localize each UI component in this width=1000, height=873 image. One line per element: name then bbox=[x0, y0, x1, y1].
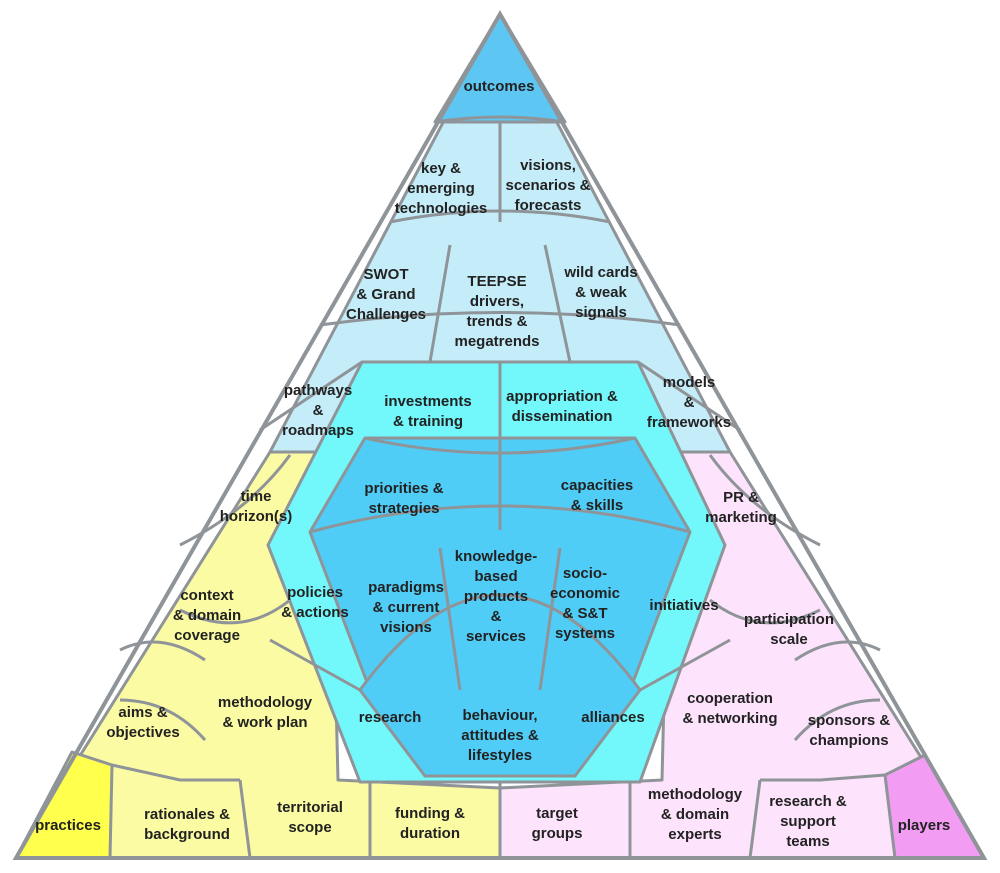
label-paradigms: paradigms & current visions bbox=[368, 579, 444, 636]
label-outcomes: outcomes bbox=[463, 78, 535, 95]
label-practices: practices bbox=[35, 817, 101, 834]
label-capacities: capacities & skills bbox=[560, 477, 634, 514]
left-tip-shape bbox=[14, 750, 114, 860]
label-pr-marketing: PR & marketing bbox=[705, 489, 777, 526]
label-methodology-work-plan: methodology & work plan bbox=[217, 694, 313, 731]
label-sponsors: sponsors & champions bbox=[807, 712, 891, 749]
label-players: players bbox=[897, 817, 951, 834]
label-context: context & domain coverage bbox=[172, 587, 242, 644]
label-priorities: priorities & strategies bbox=[364, 480, 444, 517]
label-socio-economic: socio- economic & S&T systems bbox=[549, 565, 621, 642]
label-wild-cards: wild cards & weak signals bbox=[564, 264, 638, 321]
label-investments: investments & training bbox=[384, 393, 472, 430]
label-methodology-experts: methodology & domain experts bbox=[647, 786, 743, 843]
label-target-groups: target groups bbox=[531, 805, 583, 842]
label-models: models & frameworks bbox=[646, 374, 732, 431]
label-knowledge-based: knowledge- based products & services bbox=[454, 548, 538, 645]
label-territorial: territorial scope bbox=[277, 799, 343, 836]
label-time-horizon: time horizon(s) bbox=[219, 488, 293, 525]
label-teepse: TEEPSE drivers, trends & megatrends bbox=[454, 273, 540, 350]
label-appropriation: appropriation & dissemination bbox=[506, 388, 618, 425]
label-visions-scenarios: visions, scenarios & forecasts bbox=[505, 157, 591, 214]
label-aims: aims & objectives bbox=[106, 704, 180, 741]
top-tip-shape bbox=[433, 12, 567, 124]
label-participation: participation scale bbox=[743, 611, 835, 648]
label-rationales: rationales & background bbox=[144, 806, 230, 843]
label-policies: policies & actions bbox=[281, 584, 349, 621]
label-initiatives: initiatives bbox=[649, 597, 719, 614]
label-research-support: research & support teams bbox=[769, 793, 847, 850]
divider-lines bbox=[111, 115, 886, 859]
label-alliances: alliances bbox=[581, 709, 645, 726]
label-key-emerging-technologies: key & emerging technologies bbox=[394, 160, 488, 217]
label-cooperation: cooperation & networking bbox=[682, 690, 778, 727]
label-pathways: pathways & roadmaps bbox=[282, 382, 354, 439]
label-behaviour: behaviour, attitudes & lifestyles bbox=[461, 707, 539, 764]
inner-wheel-shape bbox=[358, 593, 642, 778]
label-research: research bbox=[358, 709, 422, 726]
label-swot: SWOT & Grand Challenges bbox=[345, 266, 427, 323]
label-funding: funding & duration bbox=[395, 805, 465, 842]
pyramid-outline bbox=[12, 9, 988, 860]
